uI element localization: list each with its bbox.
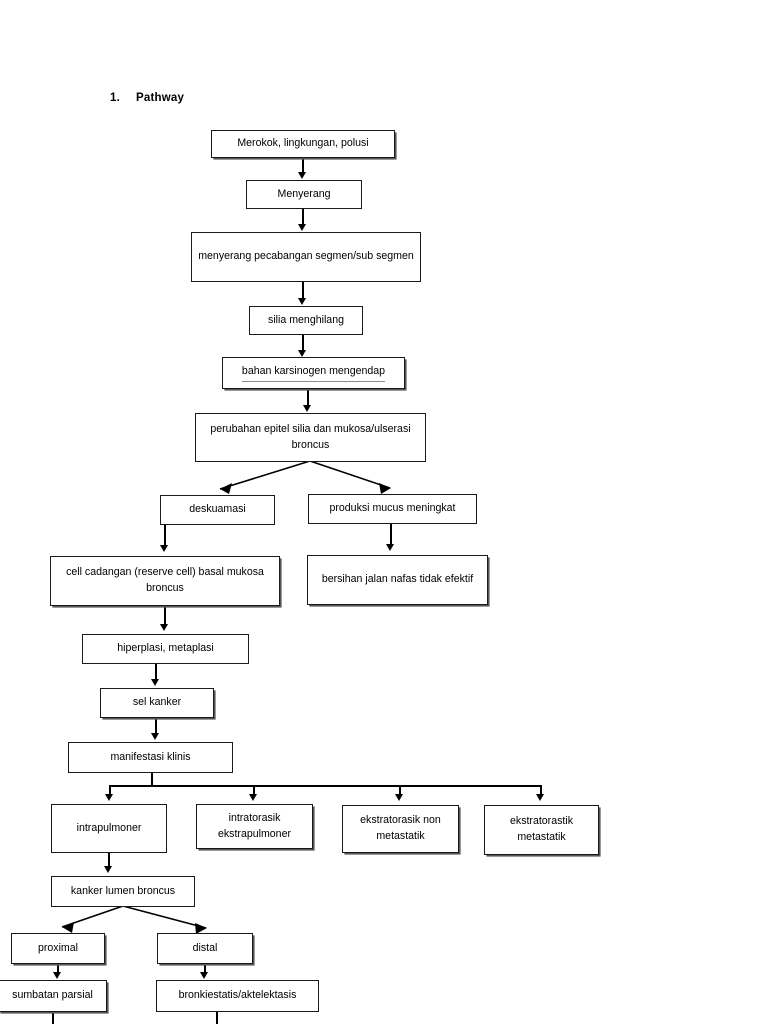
flow-node-label: sumbatan parsial — [12, 989, 93, 1002]
connector-n19-n21 — [57, 963, 59, 974]
flow-node-menyerang[interactable]: Menyerang — [246, 180, 362, 209]
flow-node-label: ekstratorasik non metastatik — [360, 814, 441, 842]
connector-n13-n15 — [253, 785, 255, 796]
flow-node-label: kanker lumen broncus — [70, 884, 176, 897]
connector-n1-n2 — [302, 157, 304, 174]
arrowhead-n5-n6 — [303, 405, 311, 412]
connector-n13-n17 — [540, 785, 542, 796]
flow-node-merokok[interactable]: Merokok, lingkungan, polusi — [211, 130, 395, 158]
arrowhead-n13-n14 — [105, 794, 113, 801]
connector-n8-n10 — [390, 523, 392, 546]
connector-n7-n9 — [164, 524, 166, 547]
connector-n18-branches — [61, 905, 207, 934]
flow-node-label: Menyerang — [277, 187, 331, 200]
flow-node-label: perubahan epitel silia dan mukosa/ulsera… — [210, 422, 411, 451]
arrowhead-n14-n18 — [104, 866, 112, 873]
arrowhead-n20-n22 — [200, 972, 208, 979]
connector-n4-n5 — [302, 334, 304, 353]
heading-number: 1. — [110, 92, 120, 104]
flow-node-menyerang-pecabangan[interactable]: menyerang pecabangan segmen/sub segmen — [191, 232, 421, 282]
arrowhead-n13-n15 — [249, 794, 257, 801]
flow-node-label: bahan karsinogen mengendap — [228, 364, 399, 382]
flow-node-label: intrapulmoner — [76, 821, 142, 834]
arrowhead-n13-n17 — [536, 794, 544, 801]
connector-n22-down — [216, 1011, 218, 1024]
connector-n11-n12 — [155, 663, 157, 681]
flow-node-label: bronkiestatis/aktelektasis — [178, 989, 297, 1002]
connector-n13-bus — [110, 785, 542, 787]
arrowhead-n11-n12 — [151, 679, 159, 686]
flow-node-proximal[interactable]: proximal — [11, 933, 105, 964]
connector-n14-n18 — [108, 852, 110, 868]
flow-node-sumbatan-parsial[interactable]: sumbatan parsial — [0, 980, 107, 1012]
flow-node-ekstratorasik-non-metastatik[interactable]: ekstratorasik non metastatik — [342, 805, 459, 853]
connector-n13-n14 — [109, 785, 111, 796]
arrowhead-n1-n2 — [298, 172, 306, 179]
flow-node-intrapulmoner[interactable]: intrapulmoner — [51, 804, 167, 853]
flow-node-label: proximal — [37, 941, 79, 954]
flow-node-bronkiestatis[interactable]: bronkiestatis/aktelektasis — [156, 980, 319, 1012]
arrowhead-n2-n3 — [298, 224, 306, 231]
flow-node-perubahan-epitel[interactable]: perubahan epitel silia dan mukosa/ulsera… — [195, 413, 426, 462]
flow-node-silia-menghilang[interactable]: silia menghilang — [249, 306, 363, 335]
connector-n3-n4 — [302, 281, 304, 300]
flow-node-label-text: bahan karsinogen mengendap — [241, 364, 386, 382]
flow-node-label: intratorasik ekstrapulmoner — [217, 811, 291, 840]
flow-node-cell-cadangan[interactable]: cell cadangan (reserve cell) basal mukos… — [50, 556, 280, 606]
flow-node-label: hiperplasi, metaplasi — [117, 642, 214, 655]
connector-n13-n16 — [399, 785, 401, 796]
connector-n5-n6 — [307, 388, 309, 407]
flow-node-label: manifestasi klinis — [110, 750, 191, 763]
flow-node-label: sel kanker — [132, 696, 182, 709]
connector-n20-n22 — [204, 963, 206, 974]
flow-node-label: produksi mucus meningkat — [329, 502, 456, 515]
flow-node-label: menyerang pecabangan segmen/sub segmen — [198, 250, 414, 263]
page-heading: 1. Pathway — [110, 92, 184, 104]
connector-n21-down — [52, 1011, 54, 1024]
page-title: Pathway — [136, 92, 185, 104]
arrowhead-n7-n9 — [160, 545, 168, 552]
flow-node-distal[interactable]: distal — [157, 933, 253, 964]
flow-node-label: Merokok, lingkungan, polusi — [237, 137, 369, 150]
flow-node-label: deskuamasi — [189, 503, 246, 516]
connector-n6-branches — [219, 460, 391, 494]
flow-node-label: bersihan jalan nafas tidak efektif — [321, 573, 474, 586]
flow-node-intratorasik-ekstrapulmoner[interactable]: intratorasik ekstrapulmoner — [196, 804, 313, 849]
flow-node-label: cell cadangan (reserve cell) basal mukos… — [66, 566, 264, 594]
flow-node-label: distal — [192, 941, 218, 954]
flow-node-bahan-karsinogen[interactable]: bahan karsinogen mengendap — [222, 357, 405, 389]
connector-n13-stem — [151, 772, 153, 786]
flow-node-bersihan-jalan-nafas[interactable]: bersihan jalan nafas tidak efektif — [307, 555, 488, 605]
connector-n9-n11 — [164, 605, 166, 626]
arrowhead-n3-n4 — [298, 298, 306, 305]
arrowhead-n4-n5 — [298, 350, 306, 357]
arrowhead-n9-n11 — [160, 624, 168, 631]
flow-node-deskuamasi[interactable]: deskuamasi — [160, 495, 275, 525]
arrowhead-n8-n10 — [386, 544, 394, 551]
flow-node-label: silia menghilang — [268, 313, 344, 326]
flow-node-produksi-mucus[interactable]: produksi mucus meningkat — [308, 494, 477, 524]
flow-node-ekstratorastik-metastatik[interactable]: ekstratorastik metastatik — [484, 805, 599, 855]
arrowhead-n12-n13 — [151, 733, 159, 740]
connector-n2-n3 — [302, 208, 304, 226]
arrowhead-n19-n21 — [53, 972, 61, 979]
flow-node-hiperplasi[interactable]: hiperplasi, metaplasi — [82, 634, 249, 664]
flow-node-label: ekstratorastik metastatik — [510, 815, 573, 843]
connector-n12-n13 — [155, 717, 157, 735]
flow-node-manifestasi-klinis[interactable]: manifestasi klinis — [68, 742, 233, 773]
arrowhead-n13-n16 — [395, 794, 403, 801]
flow-node-kanker-lumen-broncus[interactable]: kanker lumen broncus — [51, 876, 195, 907]
flow-node-sel-kanker[interactable]: sel kanker — [100, 688, 214, 718]
